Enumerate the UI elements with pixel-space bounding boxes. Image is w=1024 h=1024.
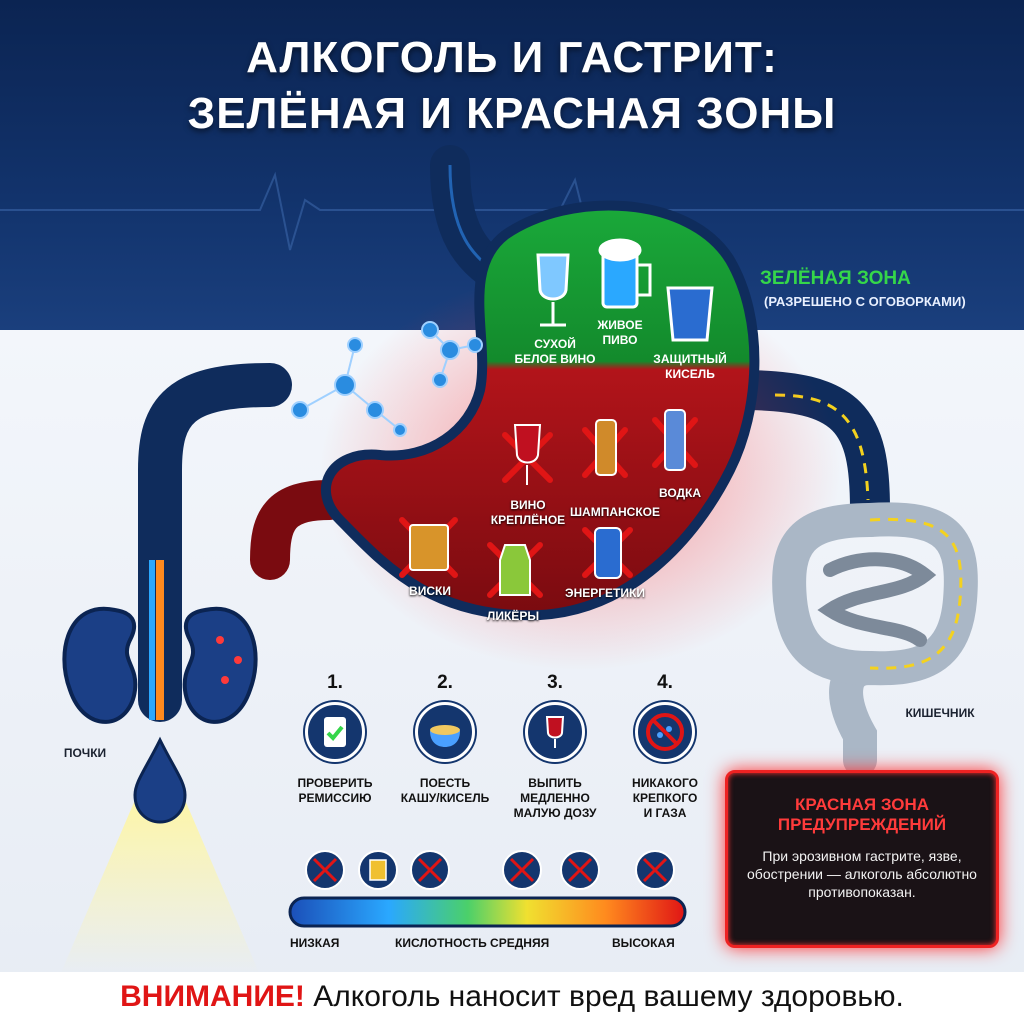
red-wine-icon xyxy=(513,424,542,485)
whisky-glass-icon xyxy=(409,524,449,571)
red-item-label: ЛИКЁРЫ xyxy=(486,609,540,623)
green-zone-title: ЗЕЛЁНАЯ ЗОНА xyxy=(760,268,911,289)
scale-low-label: НИЗКАЯ xyxy=(290,936,340,950)
champagne-bottle-icon xyxy=(595,419,617,476)
scale-mid-label: КИСЛОТНОСТЬ СРЕДНЯЯ xyxy=(395,936,550,950)
porridge-bowl-icon xyxy=(415,702,475,762)
red-item-label: ШАМПАНСКОЕ xyxy=(569,505,660,519)
red-item-label: ВИСКИ xyxy=(409,584,451,598)
health-warning: ВНИМАНИЕ! Алкоголь наносит вред вашему з… xyxy=(120,980,904,1013)
wine-glass-icon xyxy=(525,702,585,762)
glass-icon xyxy=(666,286,714,342)
red-exit-tube xyxy=(250,480,350,580)
kidneys-label: ПОЧКИ xyxy=(63,746,107,760)
red-zone-body: При эрозивном гастрите, язве, обострении… xyxy=(747,848,977,900)
intestine-label: КИШЕЧНИК xyxy=(905,706,975,720)
red-item-label: ЭНЕРГЕТИКИ xyxy=(565,586,645,600)
red-item-label: ВОДКА xyxy=(658,486,702,500)
kidneys xyxy=(62,606,258,724)
bottom-warning-bar xyxy=(0,972,1024,1024)
scale-markers xyxy=(305,850,675,890)
clipboard-check-icon xyxy=(305,702,365,762)
stomach xyxy=(320,200,760,621)
tube-to-kidneys xyxy=(138,363,292,722)
liqueur-bottle-icon xyxy=(499,544,531,596)
energy-can-icon xyxy=(594,527,622,579)
page-title: АЛКОГОЛЬ И ГАСТРИТ: ЗЕЛЁНАЯ И КРАСНАЯ ЗО… xyxy=(187,33,837,138)
vodka-bottle-icon xyxy=(664,409,686,471)
molecule-decoration xyxy=(291,321,483,437)
light-beam xyxy=(60,800,260,975)
wine-glass-icon xyxy=(536,253,570,327)
drop-icon xyxy=(133,736,187,824)
scale-high-label: ВЫСОКАЯ xyxy=(612,936,675,950)
beer-mug-icon xyxy=(598,238,652,309)
green-zone-subtitle: (РАЗРЕШЕНО С ОГОВОРКАМИ) xyxy=(764,294,966,309)
no-strong-icon xyxy=(635,702,695,762)
acidity-scale-bar xyxy=(288,896,687,928)
intestine xyxy=(772,502,978,777)
